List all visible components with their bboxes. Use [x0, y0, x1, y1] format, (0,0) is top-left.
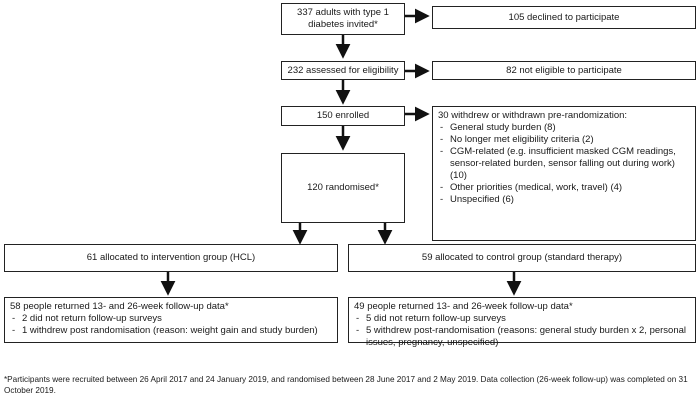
assessed-text: 232 assessed for eligibility: [287, 64, 399, 76]
withdrew-item: General study burden (8): [438, 122, 690, 134]
enrolled-text: 150 enrolled: [316, 110, 370, 121]
withdrew-item: No longer met eligibility criteria (2): [438, 134, 690, 146]
declined-box: 105 declined to participate: [432, 6, 696, 29]
randomised-box: 120 randomised*: [281, 153, 405, 223]
intervention-followup-list: 2 did not return follow-up surveys 1 wit…: [10, 313, 332, 337]
withdrew-item: Unspecified (6): [438, 194, 690, 206]
intervention-text: 61 allocated to intervention group (HCL): [86, 252, 256, 263]
control-followup-item: 5 withdrew post-randomisation (reasons: …: [354, 325, 690, 349]
invited-text: 337 adults with type 1 diabetes invited*: [297, 7, 389, 30]
not-eligible-text: 82 not eligible to participate: [506, 64, 622, 76]
declined-text: 105 declined to participate: [508, 11, 620, 23]
randomised-text: 120 randomised*: [307, 182, 379, 193]
intervention-followup-item: 1 withdrew post randomisation (reason: w…: [10, 325, 332, 337]
intervention-followup-box: 58 people returned 13- and 26-week follo…: [4, 297, 338, 343]
assessed-box: 232 assessed for eligibility: [281, 61, 405, 80]
intervention-followup-title: 58 people returned 13- and 26-week follo…: [10, 301, 229, 312]
footnote: *Participants were recruited between 26 …: [4, 375, 688, 395]
control-followup-box: 49 people returned 13- and 26-week follo…: [348, 297, 696, 348]
control-text: 59 allocated to control group (standard …: [421, 252, 623, 263]
enrolled-box: 150 enrolled: [281, 106, 405, 126]
control-followup-item: 5 did not return follow-up surveys: [354, 313, 690, 325]
not-eligible-box: 82 not eligible to participate: [432, 61, 696, 80]
withdrew-list: General study burden (8) No longer met e…: [438, 122, 690, 206]
control-followup-title: 49 people returned 13- and 26-week follo…: [354, 301, 573, 312]
withdrew-item: Other priorities (medical, work, travel)…: [438, 182, 690, 194]
withdrew-title: 30 withdrew or withdrawn pre-randomizati…: [438, 110, 628, 121]
invited-box: 337 adults with type 1 diabetes invited*: [281, 3, 405, 35]
control-box: 59 allocated to control group (standard …: [348, 244, 696, 272]
control-followup-list: 5 did not return follow-up surveys 5 wit…: [354, 313, 690, 349]
withdrew-box: 30 withdrew or withdrawn pre-randomizati…: [432, 106, 696, 241]
intervention-box: 61 allocated to intervention group (HCL): [4, 244, 338, 272]
withdrew-item: CGM-related (e.g. insufficient masked CG…: [438, 146, 690, 182]
intervention-followup-item: 2 did not return follow-up surveys: [10, 313, 332, 325]
